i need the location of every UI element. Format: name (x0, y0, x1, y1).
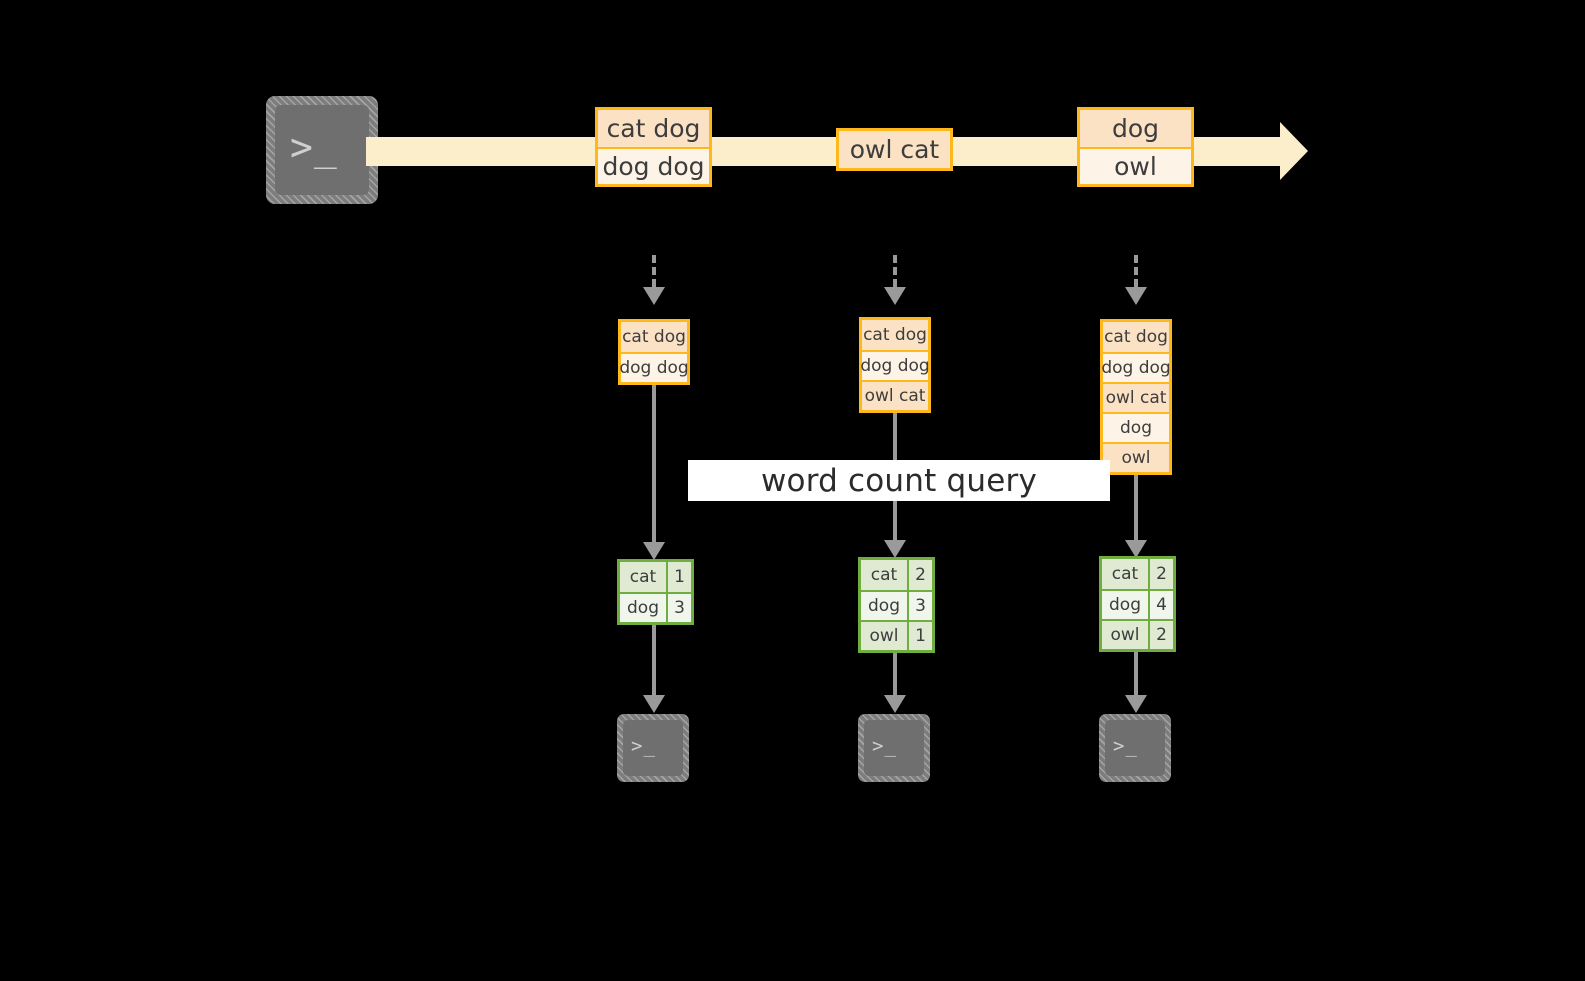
result-count: 2 (1148, 621, 1173, 649)
table-row: owl 1 (861, 620, 932, 650)
snapshot-3-records: cat dog dog dog owl cat dog owl (1100, 319, 1172, 475)
arrow-down-icon-3 (1125, 540, 1147, 558)
snapshot-record: cat dog (621, 322, 687, 352)
snapshot-3-result-table: cat 2 dog 4 owl 2 (1099, 556, 1176, 652)
result-word: cat (620, 562, 666, 592)
snapshot-1-result-table: cat 1 dog 3 (617, 559, 694, 625)
query-label-text: word count query (760, 462, 1038, 499)
stream-event-line: dog (1080, 110, 1191, 147)
result-count: 2 (1148, 559, 1173, 589)
sink-connector-1 (652, 624, 656, 695)
dashed-arrow-down-icon-3 (1125, 287, 1147, 305)
terminal-prompt-glyph: >_ (631, 735, 656, 757)
snapshot-1-records: cat dog dog dog (618, 319, 690, 385)
query-connector-1 (652, 385, 656, 542)
table-row: dog 4 (1102, 589, 1173, 619)
query-label-band: word count query (688, 460, 1110, 501)
query-connector-3 (1134, 475, 1138, 540)
stream-event-line: owl cat (839, 131, 950, 168)
snapshot-record: owl cat (1103, 382, 1169, 412)
table-row: cat 2 (1102, 559, 1173, 589)
snapshot-record: cat dog (1103, 322, 1169, 352)
result-word: owl (861, 622, 907, 650)
result-word: cat (1102, 559, 1148, 589)
arrow-down-icon-1 (643, 542, 665, 560)
result-count: 1 (666, 562, 691, 592)
sink-terminal-icon-2: >_ (858, 714, 930, 782)
sink-terminal-icon-1: >_ (617, 714, 689, 782)
dashed-arrow-down-icon-2 (884, 287, 906, 305)
snapshot-record: cat dog (862, 320, 928, 350)
dashed-connector-1 (652, 255, 656, 287)
dashed-connector-2 (893, 255, 897, 287)
table-row: dog 3 (861, 590, 932, 620)
sink-terminal-icon-3: >_ (1099, 714, 1171, 782)
stream-arrow-head-icon (1280, 122, 1308, 180)
result-word: dog (620, 594, 666, 622)
result-word: dog (861, 592, 907, 620)
stream-event-line: cat dog (598, 110, 709, 147)
result-count: 4 (1148, 591, 1173, 619)
result-word: owl (1102, 621, 1148, 649)
terminal-prompt-glyph: >_ (290, 125, 338, 169)
result-word: cat (861, 560, 907, 590)
result-count: 3 (666, 594, 691, 622)
table-row: dog 3 (620, 592, 691, 622)
dashed-arrow-down-icon-1 (643, 287, 665, 305)
terminal-prompt-glyph: >_ (872, 735, 897, 757)
snapshot-record: dog dog (860, 350, 930, 380)
sink-connector-3 (1134, 651, 1138, 695)
snapshot-record: dog dog (1101, 352, 1171, 382)
result-count: 3 (907, 592, 932, 620)
stream-event-line: owl (1080, 147, 1191, 184)
stream-event-2: owl cat (836, 128, 953, 171)
arrow-down-icon-2 (884, 540, 906, 558)
result-word: dog (1102, 591, 1148, 619)
dashed-connector-3 (1134, 255, 1138, 287)
snapshot-record: dog dog (619, 352, 689, 382)
table-row: owl 2 (1102, 619, 1173, 649)
result-count: 1 (907, 622, 932, 650)
table-row: cat 2 (861, 560, 932, 590)
snapshot-record: dog (1103, 412, 1169, 442)
snapshot-record: owl cat (862, 380, 928, 410)
table-row: cat 1 (620, 562, 691, 592)
source-terminal-icon: >_ (266, 96, 378, 204)
snapshot-2-records: cat dog dog dog owl cat (859, 317, 931, 413)
arrow-down-icon-sink-2 (884, 695, 906, 713)
sink-connector-2 (893, 652, 897, 695)
arrow-down-icon-sink-3 (1125, 695, 1147, 713)
terminal-prompt-glyph: >_ (1113, 735, 1138, 757)
stream-event-line: dog dog (598, 147, 709, 184)
snapshot-record: owl (1103, 442, 1169, 472)
arrow-down-icon-sink-1 (643, 695, 665, 713)
snapshot-2-result-table: cat 2 dog 3 owl 1 (858, 557, 935, 653)
stream-event-1: cat dog dog dog (595, 107, 712, 187)
result-count: 2 (907, 560, 932, 590)
stream-event-3: dog owl (1077, 107, 1194, 187)
